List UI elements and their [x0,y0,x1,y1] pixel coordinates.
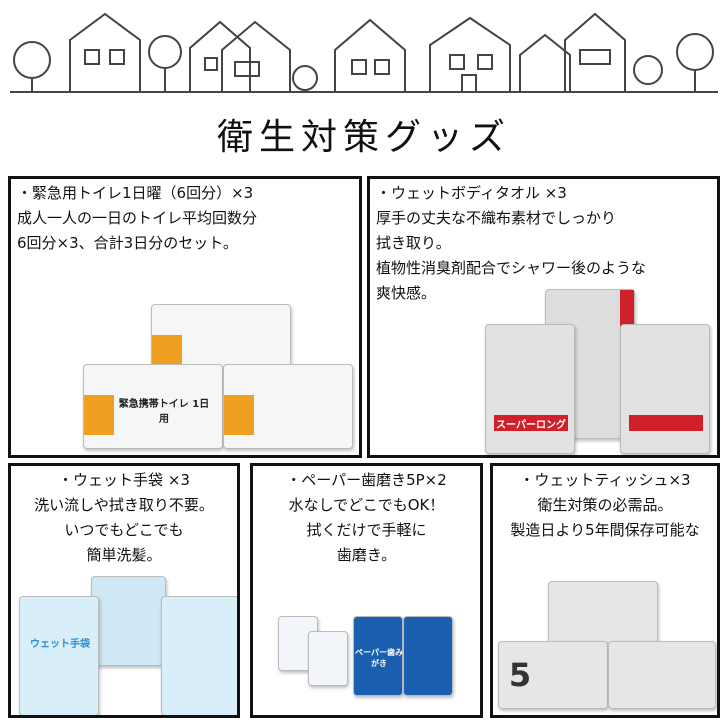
item-heading: ・ウェットボディタオル ×3 [376,184,567,202]
item-card-body-towel: ・ウェットボディタオル ×3 厚手の丈夫な不織布素材でしっかり拭き取り。植物性消臭… [367,176,720,458]
item-heading: ・ペーパー歯磨き5P×2 [286,471,447,489]
item-desc: 歯磨き。 [336,546,397,564]
item-desc: 爽快感。 [376,284,437,302]
item-heading: ・緊急用トイレ1日曜（6回分）×3 [17,184,254,202]
item-desc: 洗い流しや拭き取り不要。 [34,496,214,514]
item-card-toilet: ・緊急用トイレ1日曜（6回分）×3 成人一人の一日のトイレ平均回数分 6回分×3、合… [8,176,362,458]
item-desc: 製造日より5年間保存可能な [510,521,700,539]
item-desc: 拭き取り。 [376,234,451,252]
product-label: スーパーロング [496,420,566,431]
item-desc: 簡単洗髪。 [86,546,162,564]
item-desc: 6回分×3、合計3日分のセット。 [17,234,238,252]
page-title: 衛生対策グッズ [216,117,511,158]
item-desc: 成人一人の一日のトイレ平均回数分 [17,209,258,227]
item-card-paper-toothbrush: ・ペーパー歯磨き5P×2 水なしでどこでもOK！ 拭くだけで手軽に歯磨き。 ペーパー… [250,463,483,718]
product-label: 5 [508,656,532,694]
item-card-wet-glove: ・ウェット手袋 ×3 洗い流しや拭き取り不要。いつでもどこでも簡単洗髪。 ウェット… [8,463,240,718]
item-heading: ・ウェットティッシュ×3 [519,471,691,489]
product-label: ウェット手袋 [30,639,90,650]
item-desc: 拭くだけで手軽に [306,521,427,539]
item-desc: 水なしでどこでもOK！ [288,496,445,514]
item-desc: 衛生対策の必需品。 [537,496,673,514]
item-desc: いつでもどこでも [64,521,184,539]
product-label: ペーパー歯みがき [355,648,403,668]
product-label: 緊急携帯トイレ 1日用 [118,399,210,425]
item-desc: 植物性消臭剤配合でシャワー後のような [376,259,647,277]
item-card-wet-tissue: ・ウェットティッシュ×3 衛生対策の必需品。製造日より5年間保存可能な 5 [490,463,720,718]
item-desc: 厚手の丈夫な不織布素材でしっかり [376,209,617,227]
houses-illustration [10,12,718,93]
item-heading: ・ウェット手袋 ×3 [58,471,190,489]
